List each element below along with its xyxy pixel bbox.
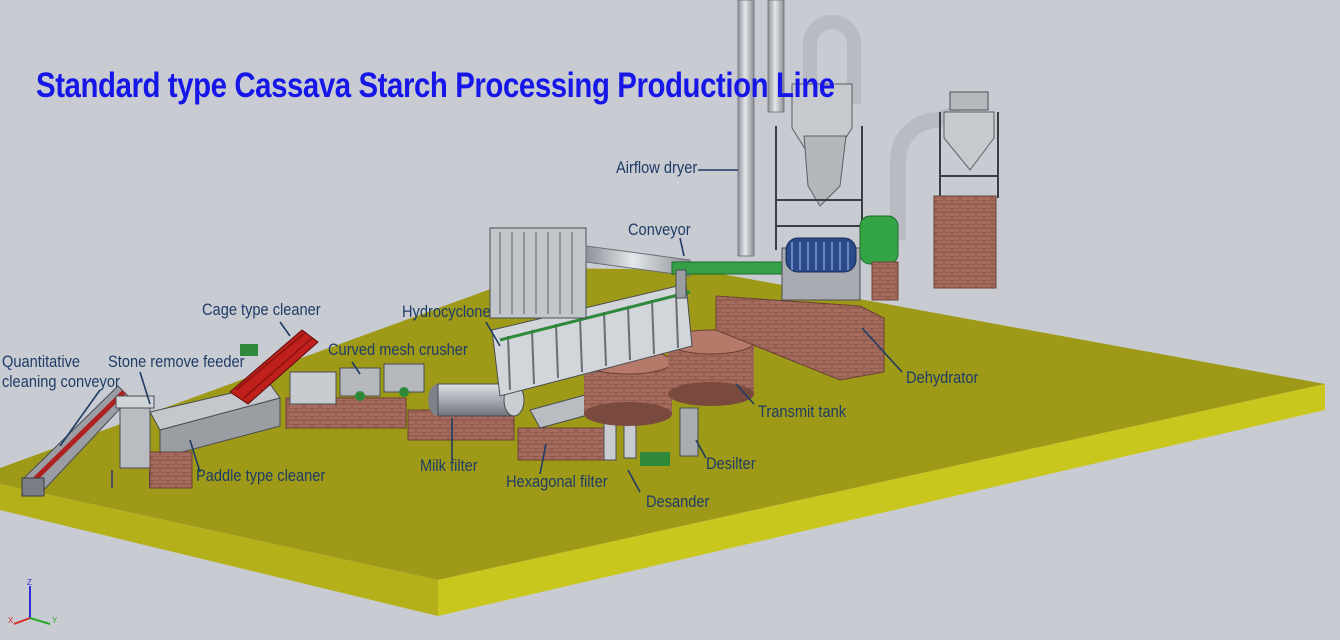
label-stone-remove-feeder: Stone remove feeder (108, 352, 245, 371)
axis-triad (13, 586, 51, 625)
floor-platform (0, 268, 1325, 616)
axis-triad-labels: Z X Y (8, 576, 68, 632)
final-cyclone (933, 91, 999, 289)
label-desander: Desander (646, 492, 710, 511)
label-hydrocyclone: Hydrocyclone (402, 302, 491, 321)
leader-lines (59, 169, 903, 493)
bag-filter-box (489, 227, 691, 319)
label-hexagonal-filter: Hexagonal filter (506, 472, 608, 491)
dehydrator (715, 237, 885, 381)
label-paddle-type-cleaner: Paddle type cleaner (196, 466, 326, 485)
cage-type-cleaner (229, 329, 319, 405)
axis-z-label: Z (27, 578, 32, 587)
hydrocyclone-stations (491, 283, 693, 397)
curved-mesh-crusher (285, 363, 425, 429)
label-airflow-dryer: Airflow dryer (616, 158, 698, 177)
label-cage-type-cleaner: Cage type cleaner (202, 300, 321, 319)
airflow-dryer (737, 0, 963, 301)
label-milk-filter: Milk filter (420, 456, 478, 475)
diagram-title: Standard type Cassava Starch Processing … (36, 66, 835, 105)
label-conveyor: Conveyor (628, 220, 691, 239)
label-dehydrator: Dehydrator (906, 368, 979, 387)
label-quantitative-line2: cleaning conveyor (2, 372, 120, 391)
label-transmit-tank: Transmit tank (758, 402, 847, 421)
axis-y-label: Y (52, 616, 58, 625)
axis-x-label: X (8, 616, 14, 625)
label-desilter: Desilter (706, 454, 756, 473)
label-quantitative-line1: Quantitative (2, 352, 81, 371)
label-curved-mesh-crusher: Curved mesh crusher (328, 340, 468, 359)
